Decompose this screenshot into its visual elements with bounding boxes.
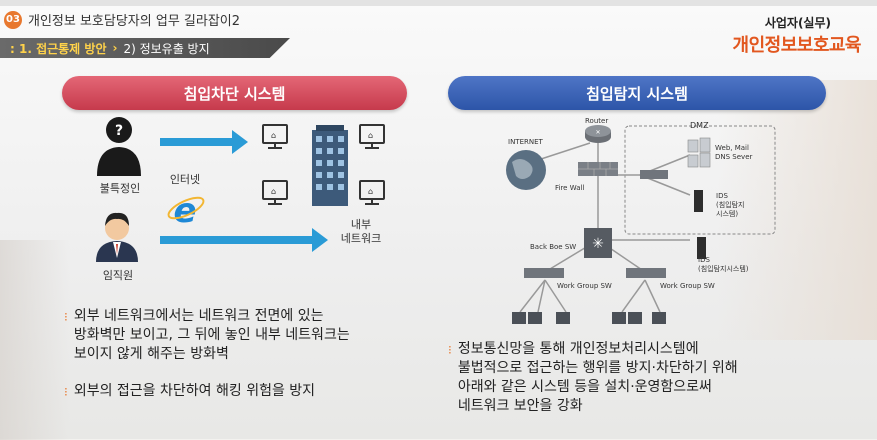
top-strip	[0, 0, 877, 6]
internet-label: 인터넷	[169, 173, 201, 186]
backbone-switch-icon: ✳	[584, 228, 612, 258]
svg-text:?: ?	[115, 123, 123, 139]
router-label: Router	[585, 117, 609, 125]
svg-text:⌂: ⌂	[271, 131, 276, 140]
svg-text:✕: ✕	[595, 129, 600, 136]
internet-cloud-label: INTERNET	[508, 138, 543, 146]
svg-text:e: e	[173, 191, 196, 231]
breadcrumb-chevron-icon: ›	[112, 41, 118, 55]
workgroup-label-1: Work Group SW	[557, 282, 612, 290]
lesson-number-badge: 03	[4, 10, 22, 29]
unknown-person-label: 불특정인	[99, 182, 141, 195]
bullet-icon: ⁝	[64, 310, 68, 324]
svg-text:✳: ✳	[592, 236, 604, 252]
breadcrumb-section: : 1. 접근통제 방안	[10, 41, 107, 56]
server-icon	[687, 137, 711, 168]
dmz-label: DMZ	[690, 121, 709, 130]
bullet-icon: ⁝	[64, 385, 68, 399]
brand-logo: 사업자(실무) 개인정보보호교육	[732, 14, 862, 57]
firewall-heading: 침입차단 시스템	[62, 76, 407, 110]
left-bullet-1: ⁝ 외부 네트워크에서는 네트워크 전면에 있는 방화벽만 보이고, 그 뒤에 …	[64, 308, 350, 362]
employee-label: 임직원	[102, 269, 134, 282]
ids-dmz-label: IDS (침입탐지 시스템)	[716, 192, 745, 218]
switch-icon	[640, 170, 668, 179]
computer-icon	[262, 124, 385, 205]
dmz-zone	[624, 125, 776, 235]
backbone-label: Back Boe SW	[530, 243, 577, 251]
unknown-person-icon: ?	[97, 117, 141, 176]
pc-icon	[512, 312, 666, 324]
lesson-title-text: 개인정보 보호담당자의 업무 길라잡이2	[28, 14, 241, 29]
firewall-icon	[578, 162, 618, 176]
router-icon: ✕	[585, 125, 611, 143]
employee-person-icon	[96, 212, 138, 262]
ids-device-icon	[697, 237, 706, 259]
web-server-label: Web, Mail DNS Sever	[715, 144, 753, 161]
breadcrumb-subsection: 2) 정보유출 방지	[123, 41, 210, 56]
ids-heading: 침입탐지 시스템	[448, 76, 826, 110]
bullet-icon: ⁝	[448, 343, 452, 357]
brand-subtitle: 사업자(실무)	[764, 16, 831, 30]
ids-device-icon	[694, 190, 703, 212]
switch-icon	[626, 268, 666, 278]
arrow-icon	[160, 228, 328, 252]
globe-icon	[506, 150, 546, 190]
workgroup-label-2: Work Group SW	[660, 282, 715, 290]
building-icon	[312, 125, 348, 206]
left-bullet-2: ⁝ 외부의 접근을 차단하여 해킹 위험을 방지	[64, 382, 315, 402]
right-bullet-1: ⁝ 정보통신망을 통해 개인정보처리시스템에 불법적으로 접근하는 행위를 방지…	[448, 341, 738, 414]
svg-text:⌂: ⌂	[271, 187, 276, 196]
lesson-title: 03 개인정보 보호담당자의 업무 길라잡이2	[4, 10, 240, 29]
svg-text:⌂: ⌂	[368, 187, 373, 196]
firewall-label: Fire Wall	[555, 184, 585, 192]
brand-title: 개인정보보호교육	[732, 35, 862, 56]
breadcrumb: : 1. 접근통제 방안 › 2) 정보유출 방지	[0, 38, 290, 58]
ids-internal-label: IDS (침입탐지시스템)	[698, 256, 749, 273]
switch-icon	[524, 268, 564, 278]
svg-text:⌂: ⌂	[368, 131, 373, 140]
arrow-icon	[160, 130, 248, 154]
internet-explorer-icon: e	[167, 191, 205, 231]
